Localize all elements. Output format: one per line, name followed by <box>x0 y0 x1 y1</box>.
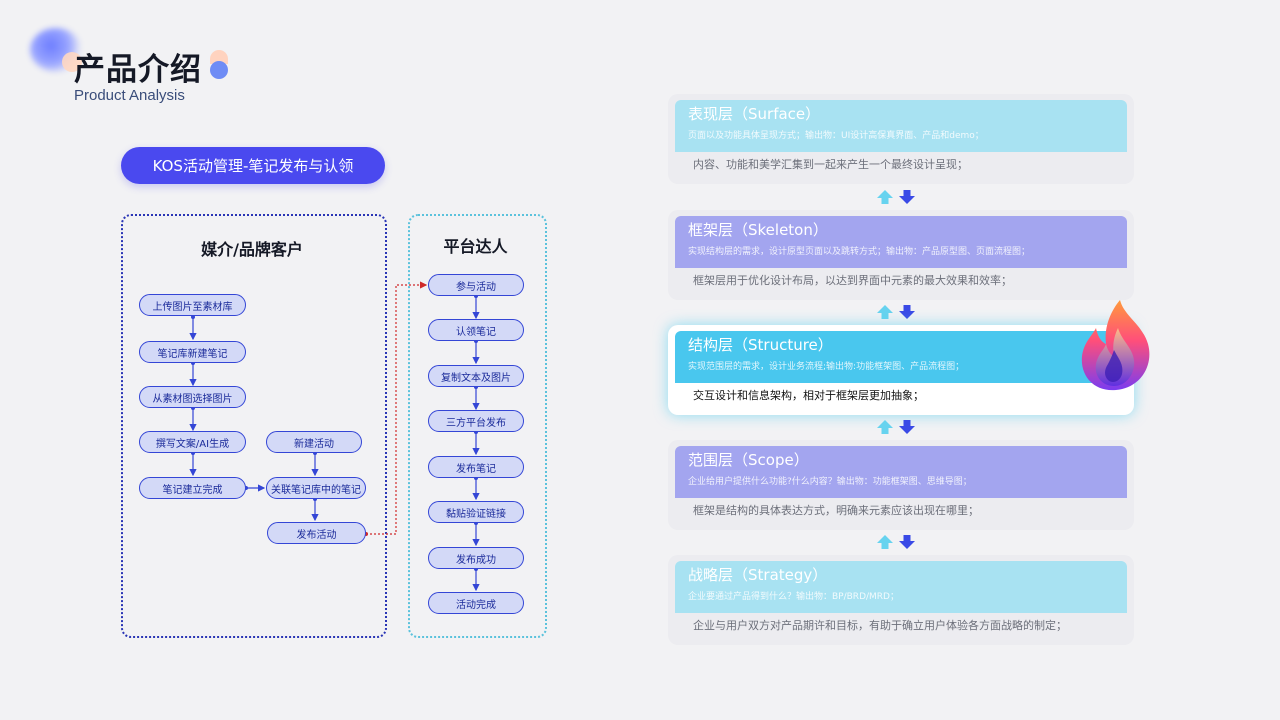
layer-structure: 结构层（Structure） 实现范围层的需求，设计业务流程;输出物:功能框架图… <box>668 325 1134 415</box>
step-copy-content: 复制文本及图片 <box>428 365 524 387</box>
step-write-copy: 撰写文案/AI生成 <box>139 431 246 453</box>
step-link-notes: 关联笔记库中的笔记 <box>266 477 366 499</box>
layer-structure-name: 结构层（Structure） <box>688 336 833 354</box>
step-claim-note: 认领笔记 <box>428 319 524 341</box>
layer-scope-meta: 企业给用户提供什么功能?什么内容？输出物：功能框架图、思维导图； <box>688 477 972 487</box>
layer-skeleton-meta: 实现结构层的需求，设计原型页面以及跳转方式；输出物：产品原型图、页面流程图； <box>688 247 1031 257</box>
layer-strategy-name: 战略层（Strategy） <box>688 566 828 584</box>
layer-arrows-3 <box>876 418 920 436</box>
arrow-down-icon <box>899 305 915 319</box>
layer-scope-desc: 框架是结构的具体表达方式，明确来元素应该出现在哪里； <box>693 504 979 517</box>
arrow-up-icon <box>877 190 893 204</box>
arrow-down-icon <box>899 535 915 549</box>
step-paste-link: 黏贴验证链接 <box>428 501 524 523</box>
header-decoration-dot <box>62 52 82 72</box>
step-new-campaign: 新建活动 <box>266 431 362 453</box>
layer-arrows-1 <box>876 188 920 206</box>
flame-icon <box>1081 300 1150 391</box>
step-publish-success: 发布成功 <box>428 547 524 569</box>
page-title: 产品介绍 <box>74 52 202 88</box>
layer-skeleton-header <box>675 216 1127 268</box>
step-campaign-complete: 活动完成 <box>428 592 524 614</box>
page-subtitle: Product Analysis <box>74 87 185 104</box>
layer-surface-meta: 页面以及功能具体呈现方式；输出物：UI设计高保真界面、产品和demo； <box>688 131 984 141</box>
step-create-note: 笔记库新建笔记 <box>139 341 246 363</box>
layer-strategy-meta: 企业要通过产品得到什么？输出物：BP/BRD/MRD； <box>688 592 899 602</box>
layer-arrows-2 <box>876 303 920 321</box>
layer-surface: 表现层（Surface） 页面以及功能具体呈现方式；输出物：UI设计高保真界面、… <box>668 94 1134 184</box>
layer-structure-header <box>675 331 1127 383</box>
layer-strategy-desc: 企业与用户双方对产品期许和目标，有助于确立用户体验各方面战略的制定； <box>693 619 1067 632</box>
step-join-campaign: 参与活动 <box>428 274 524 296</box>
layer-scope: 范围层（Scope） 企业给用户提供什么功能?什么内容？输出物：功能框架图、思维… <box>668 440 1134 530</box>
layer-surface-name: 表现层（Surface） <box>688 105 821 123</box>
arrow-down-icon <box>899 420 915 434</box>
step-third-party-publish: 三方平台发布 <box>428 410 524 432</box>
lane-media-title: 媒介/品牌客户 <box>201 240 303 259</box>
arrow-down-icon <box>899 190 915 204</box>
arrow-up-icon <box>877 420 893 434</box>
layer-scope-name: 范围层（Scope） <box>688 451 809 469</box>
title-decoration-blue <box>210 61 228 79</box>
layer-arrows-4 <box>876 533 920 551</box>
layer-scope-header <box>675 446 1127 498</box>
step-publish-campaign: 发布活动 <box>267 522 366 544</box>
step-upload-images: 上传图片至素材库 <box>139 294 246 316</box>
step-note-complete: 笔记建立完成 <box>139 477 246 499</box>
layer-skeleton-name: 框架层（Skeleton） <box>688 221 828 239</box>
layer-surface-desc: 内容、功能和美学汇集到一起来产生一个最终设计呈现； <box>693 158 968 171</box>
layer-surface-header <box>675 100 1127 152</box>
layer-skeleton-desc: 框架层用于优化设计布局，以达到界面中元素的最大效果和效率； <box>693 274 1012 287</box>
arrow-up-icon <box>877 305 893 319</box>
layer-skeleton: 框架层（Skeleton） 实现结构层的需求，设计原型页面以及跳转方式；输出物：… <box>668 210 1134 300</box>
process-section-label: KOS活动管理-笔记发布与认领 <box>121 147 385 184</box>
layer-strategy-header <box>675 561 1127 613</box>
lane-media-client <box>121 214 387 638</box>
lane-creator-title: 平台达人 <box>443 237 508 256</box>
step-select-images: 从素材图选择图片 <box>139 386 246 408</box>
step-publish-note: 发布笔记 <box>428 456 524 478</box>
layer-structure-meta: 实现范围层的需求，设计业务流程;输出物:功能框架图、产品流程图； <box>688 362 965 372</box>
title-decoration-peach <box>210 50 228 64</box>
layer-strategy: 战略层（Strategy） 企业要通过产品得到什么？输出物：BP/BRD/MRD… <box>668 555 1134 645</box>
arrow-up-icon <box>877 535 893 549</box>
layer-structure-desc: 交互设计和信息架构，相对于框架层更加抽象； <box>693 389 924 402</box>
